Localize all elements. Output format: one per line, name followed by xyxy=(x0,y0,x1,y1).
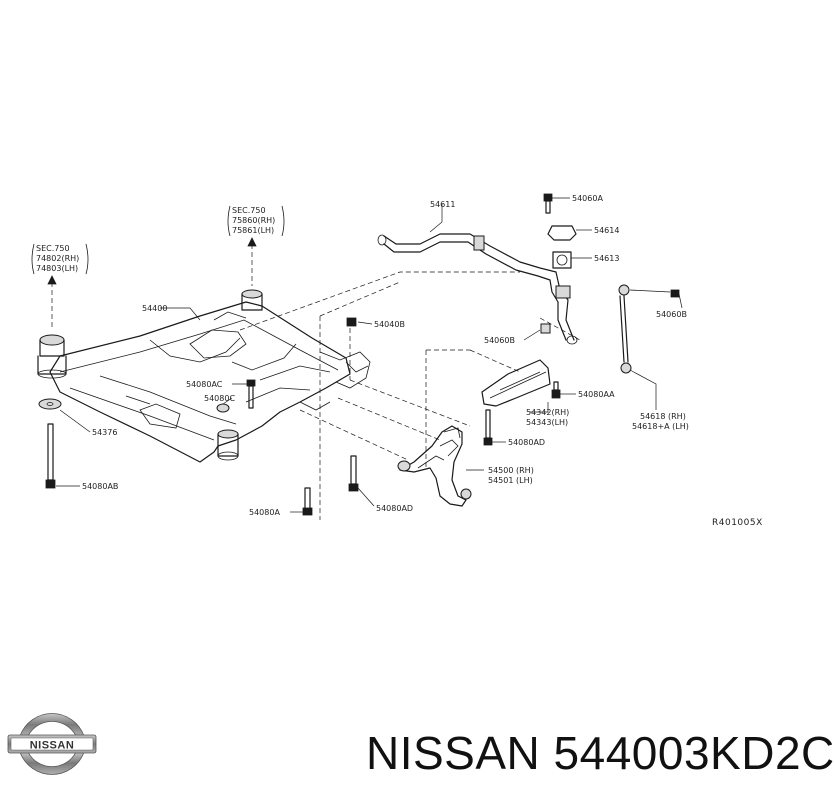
label-sec-front-rh: 75860(RH) xyxy=(232,216,275,225)
clamp-54614 xyxy=(547,225,577,241)
suspension-parts-diagram: SEC.750 74802(RH) 74803(LH) SEC.750 7586… xyxy=(31,193,763,528)
label-sec-rear-lh: 74803(LH) xyxy=(36,264,78,273)
logo-wordmark: NISSAN xyxy=(30,740,75,752)
leader-lines xyxy=(56,197,683,513)
label-54501: 54501 (LH) xyxy=(488,476,533,485)
label-54400: 54400 xyxy=(142,304,167,313)
dashed-guide-lines xyxy=(239,271,581,520)
label-54040B: 54040B xyxy=(374,320,405,329)
bolt-54080AD-right xyxy=(483,409,493,446)
label-sec-front-lh: 75861(LH) xyxy=(232,226,274,235)
bushing-54613 xyxy=(552,251,572,269)
label-54611: 54611 xyxy=(430,200,455,209)
label-54060A: 54060A xyxy=(572,194,603,203)
callout-labels: SEC.750 74802(RH) 74803(LH) SEC.750 7586… xyxy=(31,194,763,528)
part-number-title: NISSAN 544003KD2C xyxy=(366,727,835,779)
label-54080AC: 54080AC xyxy=(186,380,223,389)
bolt-54080AC xyxy=(246,379,256,409)
front-crossmember xyxy=(37,289,371,463)
stabilizer-bar xyxy=(377,233,578,345)
label-54080AA: 54080AA xyxy=(578,390,615,399)
label-54060B-left: 54060B xyxy=(484,336,515,345)
washer-54376 xyxy=(38,398,62,410)
label-sec-rear-rh: 74802(RH) xyxy=(36,254,79,263)
label-54080C: 54080C xyxy=(204,394,235,403)
stabilizer-link xyxy=(618,284,680,374)
label-sec-front-top: SEC.750 xyxy=(232,206,266,215)
label-54080AD-right: 54080AD xyxy=(508,438,545,447)
label-54342: 54342(RH) xyxy=(526,408,569,417)
nissan-logo: NISSAN xyxy=(7,713,97,775)
bolt-54080AD-bottom xyxy=(348,455,359,492)
label-54376: 54376 xyxy=(92,428,117,437)
bolt-54060A xyxy=(543,193,553,214)
label-54060B-right: 54060B xyxy=(656,310,687,319)
reference-code: R401005X xyxy=(712,518,763,528)
bolt-54080AB xyxy=(45,423,56,489)
bolt-54080A xyxy=(302,487,313,516)
label-54614: 54614 xyxy=(594,226,619,235)
label-54080A: 54080A xyxy=(249,508,280,517)
lower-control-arm xyxy=(397,425,472,507)
label-sec-rear-top: SEC.750 xyxy=(36,244,70,253)
washer-54080C xyxy=(216,403,230,413)
arrow-front-mount xyxy=(247,237,257,286)
label-54080AD-bottom: 54080AD xyxy=(376,504,413,513)
nut-54040B xyxy=(346,317,357,327)
label-54080AB: 54080AB xyxy=(82,482,118,491)
label-54618-rh: 54618 (RH) xyxy=(640,412,686,421)
label-54618-lh: 54618+A (LH) xyxy=(632,422,689,431)
label-54613: 54613 xyxy=(594,254,619,263)
arrow-rear-mount xyxy=(47,275,57,328)
bolt-54080AA xyxy=(551,381,561,399)
nut-54060B-left xyxy=(540,323,551,334)
label-54343: 54343(LH) xyxy=(526,418,568,427)
label-54500: 54500 (RH) xyxy=(488,466,534,475)
bracket-54342 xyxy=(481,359,551,407)
